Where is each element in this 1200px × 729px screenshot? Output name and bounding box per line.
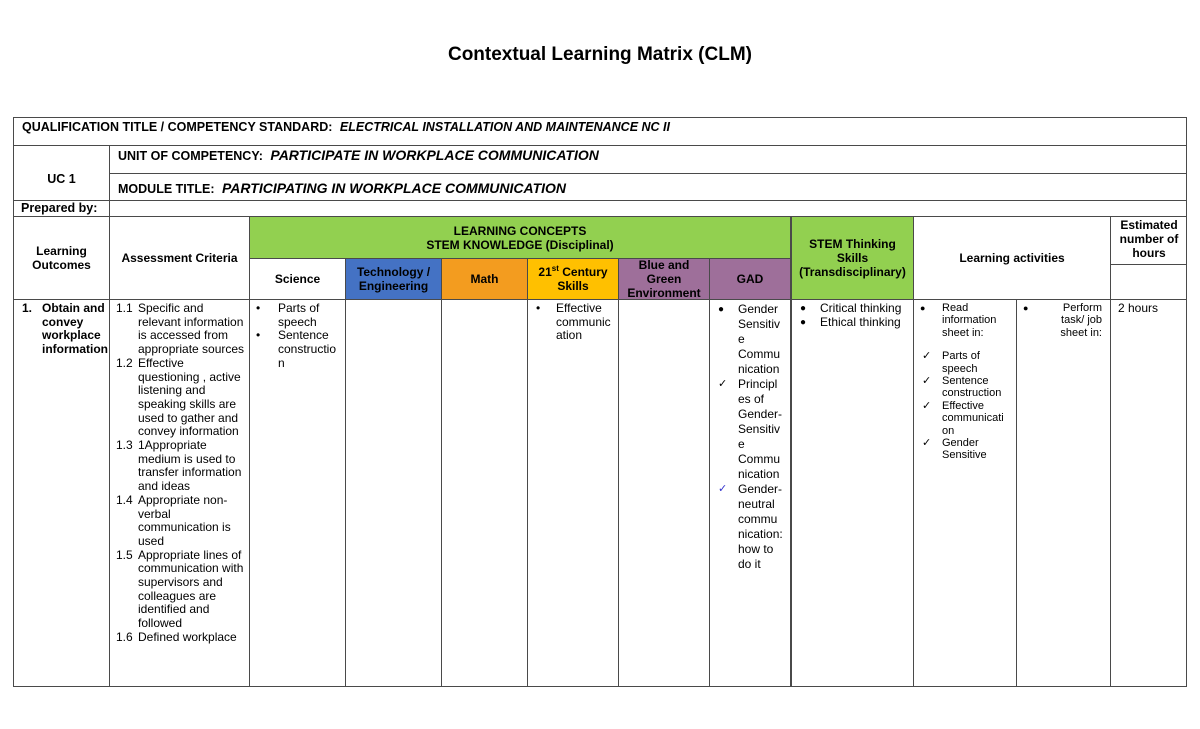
- header-estimated-hours: Estimated number of hours: [1110, 216, 1187, 264]
- uc-code: UC 1: [47, 172, 76, 186]
- century-skill-item: •Effective communic ation: [536, 301, 611, 343]
- read-info-subitem: ✓Sentence construction: [922, 375, 1002, 400]
- header-blue-green-environment: Blue and Green Environment: [618, 258, 709, 300]
- science-cell-1: •Parts of speech •Sentence constructio n: [249, 299, 345, 687]
- header-math: Math: [441, 258, 527, 299]
- qualification-value: ELECTRICAL INSTALLATION AND MAINTENANCE …: [339, 120, 670, 134]
- module-title-row: MODULE TITLE: PARTICIPATING IN WORKPLACE…: [109, 173, 1187, 200]
- read-info-subitem: ✓Effective communicati on: [922, 399, 1004, 437]
- gad-cell-1: ●Gender Sensitiv e Commu nication ✓Princ…: [709, 299, 790, 687]
- hours-value: 2 hours: [1118, 301, 1159, 315]
- math-cell-1: [441, 299, 527, 687]
- unit-value: PARTICIPATE IN WORKPLACE COMMUNICATION: [270, 147, 599, 163]
- qualification-row: QUALIFICATION TITLE / COMPETENCY STANDAR…: [13, 117, 1187, 145]
- criteria-item: 1.2 Effective questioning , active liste…: [116, 355, 241, 439]
- bullet-icon: •: [256, 328, 261, 343]
- header-learning-concepts: LEARNING CONCEPTS STEM KNOWLEDGE (Discip…: [249, 216, 790, 258]
- learning-activity-perform-cell: ● Perform task/ job sheet in:: [1016, 299, 1110, 687]
- stem-thinking-cell-1: ●Critical thinking ●Ethical thinking: [790, 299, 913, 687]
- bullet-icon: ●: [1023, 303, 1029, 313]
- bullet-icon: ●: [920, 303, 926, 313]
- learning-activity-read-cell: ● Read information sheet in: ✓Parts of s…: [913, 299, 1016, 687]
- read-info-subitem: ✓Gender Sensitive: [922, 437, 987, 462]
- header-learning-activities: Learning activities: [913, 216, 1110, 299]
- outcome-number: 1.: [22, 301, 33, 315]
- perform-task-item: ● Perform task/ job sheet in:: [1023, 302, 1102, 339]
- check-icon: ✓: [922, 350, 932, 363]
- prepared-by-field[interactable]: [109, 200, 1187, 216]
- gad-item: ✓Gender-neutral commu nication: how to d…: [718, 482, 783, 571]
- stem-thinking-item: ●Ethical thinking: [800, 314, 901, 329]
- blue-green-cell-1: [618, 299, 709, 687]
- read-info-subitem: ✓Parts of speech: [922, 350, 980, 375]
- read-info-sublist: ✓Parts of speech ✓Sentence construction …: [920, 350, 1012, 462]
- document-title: Contextual Learning Matrix (CLM): [447, 44, 752, 65]
- unit-label: UNIT OF COMPETENCY:: [118, 149, 263, 163]
- bullet-icon: ●: [800, 316, 807, 328]
- header-stem-thinking: STEM Thinking Skills (Transdisciplinary): [790, 216, 913, 299]
- prepared-by-label: Prepared by:: [21, 201, 98, 215]
- gad-item: ✓Principl es of Gender-Sensitiv e Commu …: [718, 377, 783, 481]
- header-assessment-criteria: Assessment Criteria: [109, 216, 249, 299]
- science-item: •Sentence constructio n: [256, 328, 337, 370]
- century-skills-cell-1: •Effective communic ation: [527, 299, 618, 687]
- check-icon: ✓: [922, 399, 932, 412]
- header-estimated-hours-sub: [1110, 264, 1187, 299]
- estimated-hours-cell-1: 2 hours: [1110, 299, 1187, 687]
- module-value: PARTICIPATING IN WORKPLACE COMMUNICATION: [222, 180, 567, 196]
- header-learning-outcomes: Learning Outcomes: [13, 216, 109, 299]
- check-icon: ✓: [718, 483, 728, 495]
- check-icon: ✓: [718, 378, 728, 390]
- module-label: MODULE TITLE:: [118, 182, 215, 196]
- unit-of-competency-row: UNIT OF COMPETENCY: PARTICIPATE IN WORKP…: [109, 145, 1187, 173]
- outcome-text: Obtain and convey workplace information: [42, 301, 108, 357]
- check-icon: ✓: [922, 375, 932, 388]
- header-technology-engineering: Technology / Engineering: [345, 258, 441, 299]
- learning-outcome-1: 1. Obtain and convey workplace informati…: [13, 299, 109, 687]
- header-21st-century-skills: 21st Century Skills: [527, 258, 618, 299]
- clm-table: [13, 117, 1187, 687]
- gad-item: ●Gender Sensitiv e Commu nication: [718, 302, 781, 376]
- uc-code-cell: UC 1: [13, 145, 109, 200]
- stem-thinking-item: ●Critical thinking: [800, 301, 902, 315]
- bullet-icon: ●: [718, 304, 725, 315]
- bullet-icon: •: [256, 301, 261, 315]
- prepared-by-label-cell: Prepared by:: [13, 200, 109, 216]
- header-science: Science: [249, 258, 345, 299]
- check-icon: ✓: [922, 437, 932, 450]
- bullet-icon: ●: [800, 303, 807, 314]
- technology-cell-1: [345, 299, 441, 687]
- bullet-icon: •: [536, 301, 541, 315]
- qualification-label: QUALIFICATION TITLE / COMPETENCY STANDAR…: [22, 120, 333, 134]
- header-gad: GAD: [709, 258, 790, 299]
- read-info-item: ● Read information sheet in:: [920, 302, 997, 339]
- science-item: •Parts of speech: [256, 301, 320, 329]
